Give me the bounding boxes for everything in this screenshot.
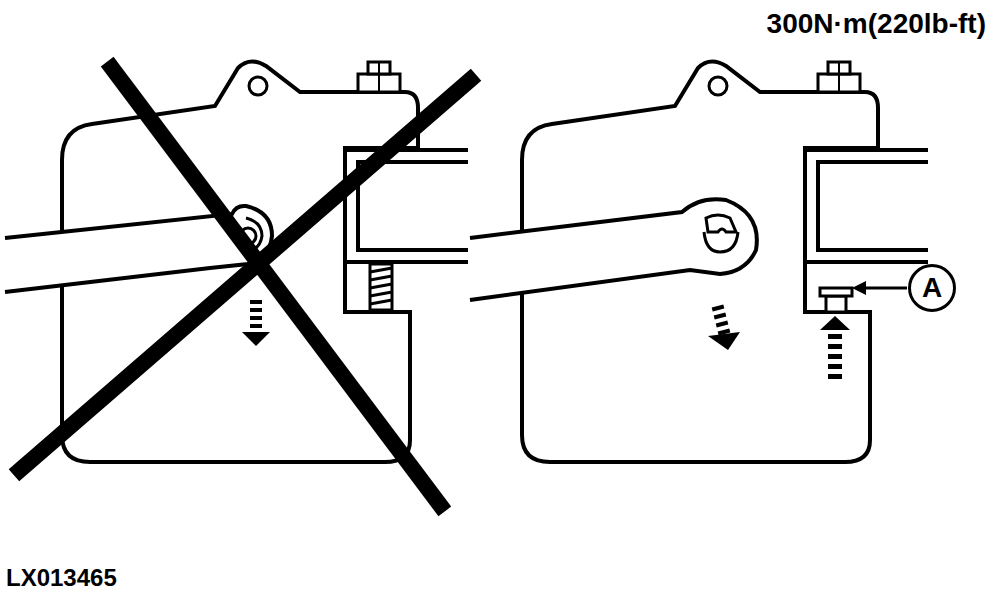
callout-circle: A: [908, 264, 956, 312]
push-arrow: [820, 316, 850, 379]
figure-id: LX013465: [6, 566, 117, 590]
correct-method-figure: [470, 61, 928, 462]
wrong-method-figure: [5, 61, 470, 505]
torque-spec: 300N·m(220lb-ft): [767, 10, 986, 38]
callout-letter: A: [922, 274, 942, 302]
